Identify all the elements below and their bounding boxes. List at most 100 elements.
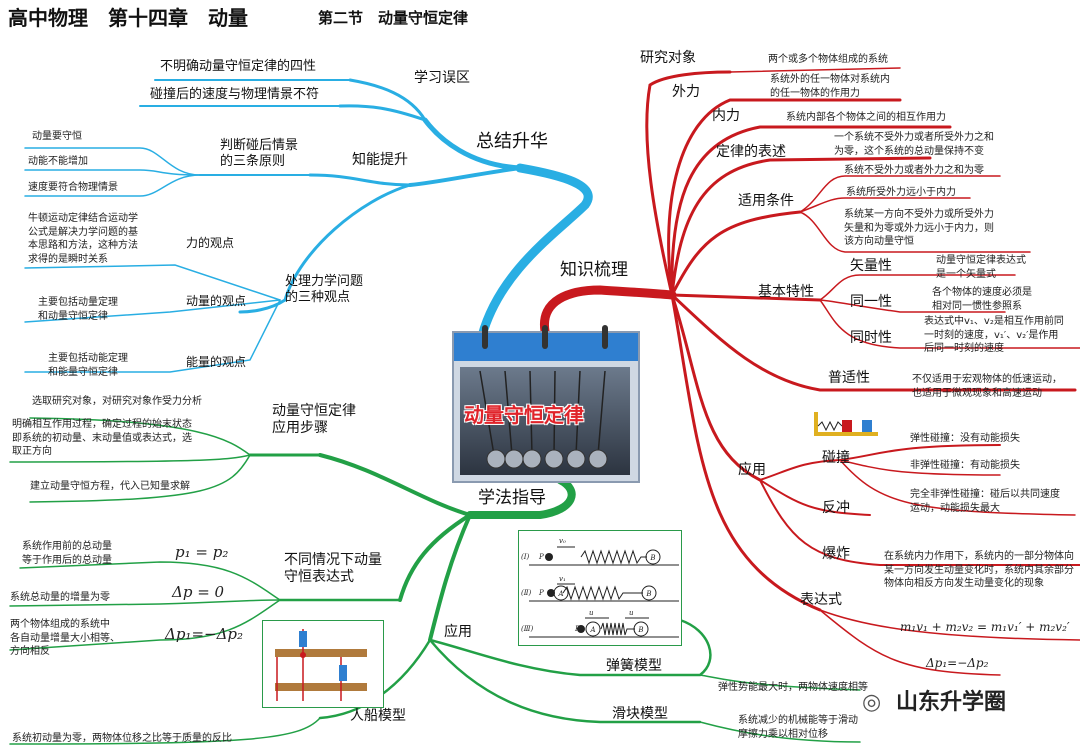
spring-row-label: (Ⅲ) (521, 625, 533, 633)
node-statement: 定律的表述 (716, 144, 786, 160)
feature-simultaneous: 同时性 (850, 330, 892, 346)
symbol-A: A (557, 590, 563, 598)
watermark: ◎ 山东升学圈 (862, 684, 1072, 724)
view-energy: 能量的观点 (186, 355, 247, 369)
node-boat-model: 人船模型 (350, 708, 406, 724)
spring-model-figure: (Ⅰ) (Ⅱ) (Ⅲ) v₀ v₁ u u P P P B A B A (518, 530, 682, 646)
rule-item: 速度要符合物理情景 (28, 182, 118, 193)
feature-vector: 矢量性 (850, 258, 892, 274)
formula-dp1-dp2: Δp₁=−Δp₂ (165, 625, 244, 643)
spring-note: 弹性势能最大时，两物体速度相等 (718, 682, 868, 693)
form-note: 系统作用前的总动量 等于作用后的总动量 (22, 541, 112, 566)
binder-ring-icon (542, 325, 548, 349)
view-force-note: 牛顿运动定律结合运动学 公式是解决力学问题的基 本思路和方法，这种方法 求得的是… (28, 213, 138, 265)
branch-knowledge-trunk (540, 285, 677, 336)
research-object-note: 两个或多个物体组成的系统 (768, 54, 888, 65)
node-energy: 知能提升 (352, 152, 408, 168)
node-spring-model: 弹簧模型 (606, 658, 662, 674)
node-features: 基本特性 (758, 284, 814, 300)
node-judge-rules: 判断碰后情景 的三条原则 (220, 138, 299, 169)
symbol-P: P (538, 589, 544, 597)
recoil-note: 在系统内力作用下，系统内的一部分物体向 某一方向发生动量变化时，系统内其余部分 … (884, 551, 1074, 589)
collision-type: 非弹性碰撞：有动能损失 (910, 460, 1020, 471)
binder-ring-icon (602, 325, 608, 349)
slider-note: 系统减少的机械能等于滑动 摩擦力乘以相对位移 (738, 715, 858, 740)
page-subtitle: 第二节 动量守恒定律 (318, 9, 469, 27)
node-guide: 学法指导 (478, 488, 546, 508)
center-image-card: 动量守恒定律 (452, 325, 640, 483)
feature-simultaneous-note: 表达式中v₁、v₂是相互作用前同 一时刻的速度，v₁′、v₂′是作用 后同一时刻… (924, 316, 1064, 354)
condition-item: 系统所受外力远小于内力 (846, 187, 956, 198)
node-mistakes: 学习误区 (414, 70, 470, 86)
boat-note: 系统初动量为零，两物体位移之比等于质量的反比 (12, 733, 232, 744)
symbol-u: u (589, 609, 594, 617)
condition-item: 系统不受外力或者外力之和为零 (844, 165, 984, 176)
node-forms: 不同情况下动量 守恒表达式 (284, 552, 382, 585)
node-research-object: 研究对象 (640, 50, 696, 66)
page-title: 高中物理 第十四章 动量 (8, 6, 248, 30)
symbol-B: B (649, 554, 655, 562)
collision-type: 完全非弹性碰撞：碰后以共同速度 运动，动能损失最大 (910, 489, 1060, 514)
branch-summary-trunk (477, 163, 593, 341)
symbol-P: P (538, 553, 544, 561)
spring-row-label: (Ⅱ) (521, 589, 531, 597)
node-steps: 动量守恒定律 应用步骤 (272, 403, 356, 436)
step-item: 选取研究对象，对研究对象作受力分析 (32, 396, 202, 407)
feature-same-note: 各个物体的速度必须是 相对同一惯性参照系 (932, 287, 1032, 312)
node-conditions: 适用条件 (738, 193, 794, 209)
symbol-B: B (645, 590, 651, 598)
node-universal: 普适性 (828, 370, 870, 386)
collision-type: 弹性碰撞：没有动能损失 (910, 433, 1020, 444)
formula-dp-zero: Δp = 0 (172, 583, 225, 601)
node-internal-force: 内力 (712, 108, 740, 124)
symbol-A: A (589, 626, 595, 634)
form-note: 系统总动量的增量为零 (10, 592, 110, 603)
node-explosion: 爆炸 (822, 546, 850, 562)
branch-guide-trunk (466, 476, 576, 519)
node-knowledge: 知识梳理 (560, 260, 628, 280)
node-three-views: 处理力学问题 的三种观点 (285, 274, 364, 305)
boat-model-figure (262, 620, 384, 708)
rule-item: 动能不能增加 (28, 156, 88, 167)
node-slider-model: 滑块模型 (612, 706, 668, 722)
mistake-item: 不明确动量守恒定律的四性 (160, 59, 317, 74)
symbol-B: B (637, 626, 643, 634)
view-momentum-note: 主要包括动量定理 和动量守恒定律 (38, 297, 118, 322)
symbol-v0: v₀ (559, 537, 566, 545)
expression-formula: m₁v₁ + m₂v₂ = m₁v₁′ + m₂v₂′ (900, 620, 1070, 634)
condition-item: 系统某一方向不受外力或所受外力 矢量和为零或外力远小于内力，则 该方向动量守恒 (844, 209, 994, 247)
step-item: 明确相互作用过程，确定过程的始末状态 即系统的初动量、末动量值或表达式，选 取正… (12, 419, 192, 457)
internal-force-note: 系统内部各个物体之间的相互作用力 (786, 112, 946, 123)
feature-vector-note: 动量守恒定律表达式 是一个矢量式 (936, 255, 1026, 280)
collision-figure (812, 408, 880, 438)
universal-note: 不仅适用于宏观物体的低速运动， 也适用于微观现象和高速运动 (912, 374, 1062, 399)
step-item: 建立动量守恒方程，代入已知量求解 (30, 481, 190, 492)
formula-p1-p2: p₁ = p₂ (175, 543, 229, 561)
node-apply-green: 应用 (444, 624, 472, 640)
rule-item: 动量要守恒 (32, 131, 82, 142)
mistake-item: 碰撞后的速度与物理情景不符 (150, 87, 320, 102)
newtons-cradle-image (460, 367, 630, 475)
node-recoil: 反冲 (822, 500, 850, 516)
view-force: 力的观点 (186, 236, 235, 250)
node-application-red: 应用 (738, 462, 766, 478)
node-external-force: 外力 (672, 84, 700, 100)
watermark-text: 山东升学圈 (896, 690, 1007, 715)
spring-row-label: (Ⅰ) (521, 553, 529, 561)
binder-ring-icon (482, 325, 488, 349)
wechat-icon: ◎ (862, 690, 882, 715)
expression-formula: Δp₁=−Δp₂ (926, 656, 989, 670)
node-expression: 表达式 (800, 592, 842, 608)
statement-note: 一个系统不受外力或者所受外力之和 为零，这个系统的总动量保持不变 (834, 132, 994, 157)
view-momentum: 动量的观点 (186, 294, 247, 308)
feature-same: 同一性 (850, 294, 892, 310)
form-note: 两个物体组成的系统中 各自动量增量大小相等、 方向相反 (10, 619, 120, 657)
center-title: 动量守恒定律 (464, 403, 584, 427)
symbol-v1: v₁ (559, 575, 566, 583)
symbol-u: u (629, 609, 634, 617)
view-energy-note: 主要包括动能定理 和能量守恒定律 (48, 353, 128, 378)
node-collision: 碰撞 (822, 450, 850, 466)
external-force-note: 系统外的任一物体对系统内 的任一物体的作用力 (770, 74, 890, 99)
node-summary: 总结升华 (476, 131, 548, 152)
